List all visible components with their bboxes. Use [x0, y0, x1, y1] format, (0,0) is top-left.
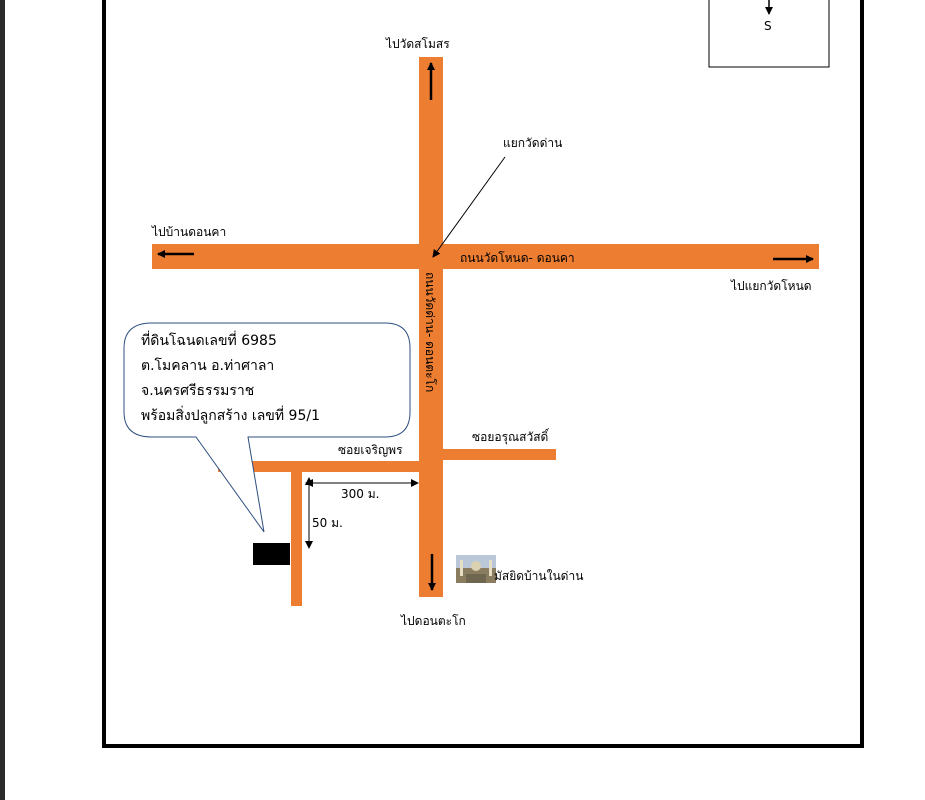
road-soi-left [218, 461, 420, 472]
label-distance-vertical: 50 ม. [312, 516, 343, 530]
label-main-ew-road: ถนนวัดโหนด- ดอนคา [460, 251, 575, 265]
road-access-lane [291, 472, 302, 606]
label-soi-left: ซอยเจริญพร [338, 443, 403, 457]
road-soi-right [443, 449, 556, 460]
label-distance-horizontal: 300 ม. [341, 487, 379, 501]
callout-line-2: ต.โมคลาน อ.ท่าศาลา [141, 357, 274, 374]
road-main-ew [152, 244, 819, 269]
label-soi-right: ซอยอรุณสวัสดิ์ [472, 428, 550, 445]
distance-vertical: 50 ม. [305, 477, 343, 549]
label-junction: แยกวัดด่าน [503, 136, 562, 150]
compass-south-label: S [764, 19, 772, 33]
mosque-landmark: มัสยิดบ้านในด่าน [456, 555, 583, 583]
junction-pointer-icon [432, 156, 506, 258]
callout-line-1: ที่ดินโฉนดเลขที่ 6985 [141, 331, 277, 349]
label-south-destination: ไปดอนตะโก [400, 614, 466, 628]
callout-line-4: พร้อมสิ่งปลูกสร้าง เลขที่ 95/1 [141, 406, 320, 424]
property-callout: ที่ดินโฉนดเลขที่ 6985 ต.โมคลาน อ.ท่าศาลา… [123, 322, 411, 533]
label-mosque: มัสยิดบ้านในด่าน [494, 569, 583, 583]
callout-line-3: จ.นครศรีธรรมราช [141, 383, 254, 399]
direction-arrows [157, 62, 814, 591]
label-east-destination: ไปแยกวัดโหนด [730, 279, 812, 293]
callout-bubble [123, 322, 411, 533]
label-main-ns-road: ถนนวัดด่าน- ดอนตะโก [423, 272, 437, 392]
compass: S [708, 0, 830, 68]
label-north-destination: ไปวัดสโมสร [385, 37, 450, 51]
road-main-ns [419, 57, 443, 597]
roads [152, 57, 819, 606]
distance-horizontal: 300 ม. [305, 479, 419, 501]
label-west-destination: ไปบ้านดอนคา [151, 225, 226, 239]
viewer-edge [0, 0, 5, 800]
property-marker [253, 543, 290, 565]
mosque-icon [456, 555, 496, 583]
